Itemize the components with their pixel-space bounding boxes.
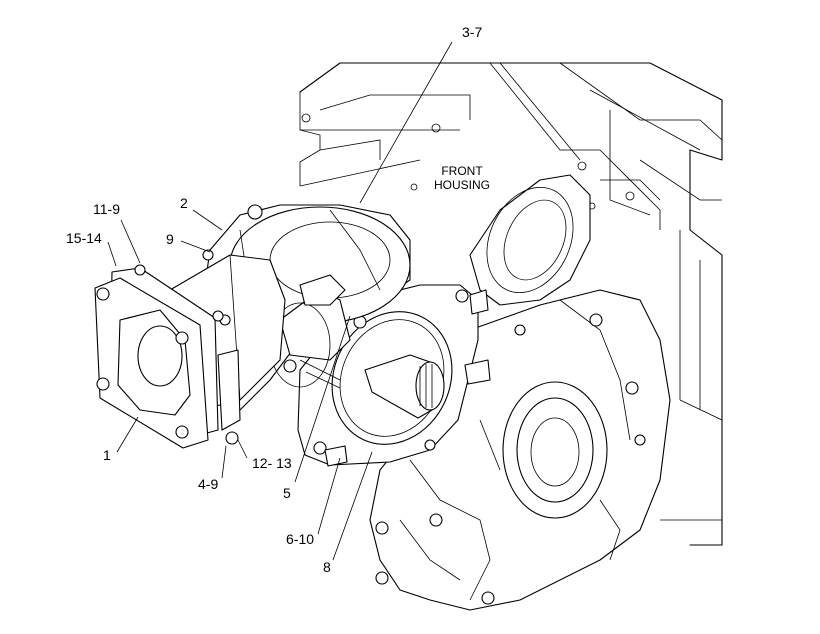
callout-6-10: 6-10 (286, 531, 314, 547)
callout-12-13: 12- 13 (252, 455, 292, 471)
front-housing-outline (299, 62, 723, 546)
callout-15-14: 15-14 (66, 230, 102, 246)
callout-labels: 3-7 2 11-9 9 15-14 1 4-9 12- 13 5 6-10 8 (66, 24, 482, 575)
rear-mount-plate (369, 289, 671, 611)
callout-3-7: 3-7 (462, 24, 482, 40)
square-flange-plate (94, 264, 224, 449)
callout-2: 2 (180, 195, 188, 211)
callout-9: 9 (166, 231, 174, 247)
callout-11-9: 11-9 (93, 201, 120, 217)
leader-lines (107, 41, 453, 561)
callout-8: 8 (323, 559, 331, 575)
callout-4-9: 4-9 (198, 476, 218, 492)
front-housing-note: FRONT HOUSING (434, 164, 490, 192)
dowel-pins (324, 289, 491, 467)
note-line-front: FRONT (441, 164, 483, 178)
callout-1: 1 (103, 447, 111, 463)
note-line-housing: HOUSING (434, 178, 490, 192)
callout-5: 5 (283, 485, 291, 501)
oval-cover-plate (469, 174, 591, 306)
